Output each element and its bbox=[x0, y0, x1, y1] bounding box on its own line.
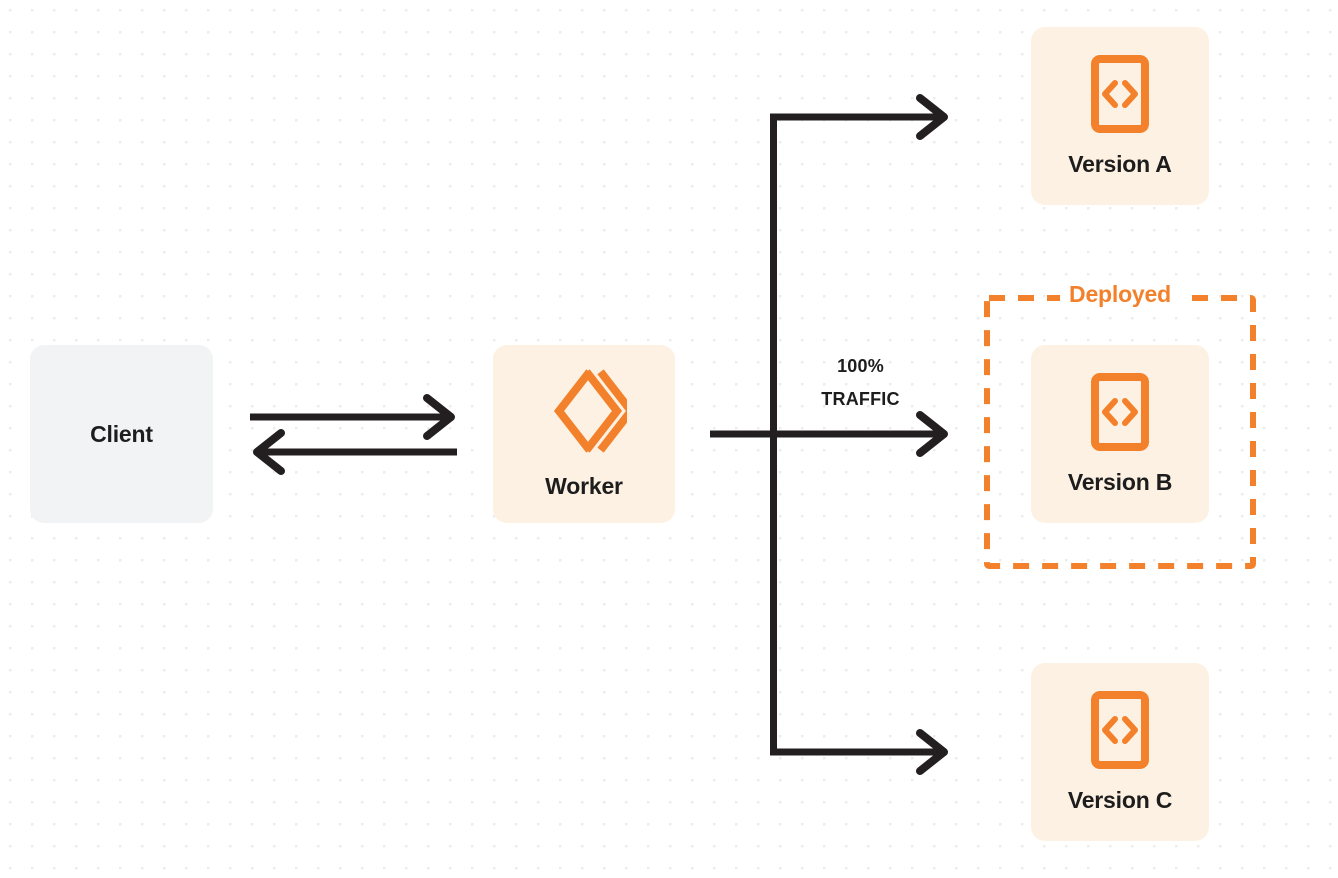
edge-client-to-worker bbox=[250, 394, 455, 440]
node-client[interactable]: Client bbox=[30, 345, 213, 523]
traffic-percent: 100% bbox=[837, 356, 884, 376]
code-brackets-icon bbox=[1091, 372, 1149, 451]
traffic-label: 100% TRAFFIC bbox=[783, 350, 938, 416]
node-client-label: Client bbox=[90, 420, 153, 447]
cloudflare-workers-logo-icon bbox=[541, 368, 627, 453]
node-version-b-label: Version B bbox=[1067, 468, 1173, 495]
edge-trunk-to-version-c bbox=[770, 729, 948, 775]
node-worker-label: Worker bbox=[545, 472, 623, 499]
node-version-a-label: Version A bbox=[1068, 150, 1172, 177]
node-version-c[interactable]: Version C bbox=[1031, 663, 1209, 841]
edge-worker-to-client bbox=[253, 429, 457, 475]
traffic-word: TRAFFIC bbox=[821, 389, 900, 409]
edge-worker-to-version-b bbox=[710, 411, 948, 457]
node-worker[interactable]: Worker bbox=[493, 345, 675, 523]
node-version-b[interactable]: Version B bbox=[1031, 345, 1209, 523]
node-version-c-label: Version C bbox=[1067, 786, 1173, 813]
code-brackets-icon bbox=[1091, 54, 1149, 133]
edge-trunk-to-version-a bbox=[770, 94, 948, 140]
node-version-a[interactable]: Version A bbox=[1031, 27, 1209, 205]
code-brackets-icon bbox=[1091, 690, 1149, 769]
